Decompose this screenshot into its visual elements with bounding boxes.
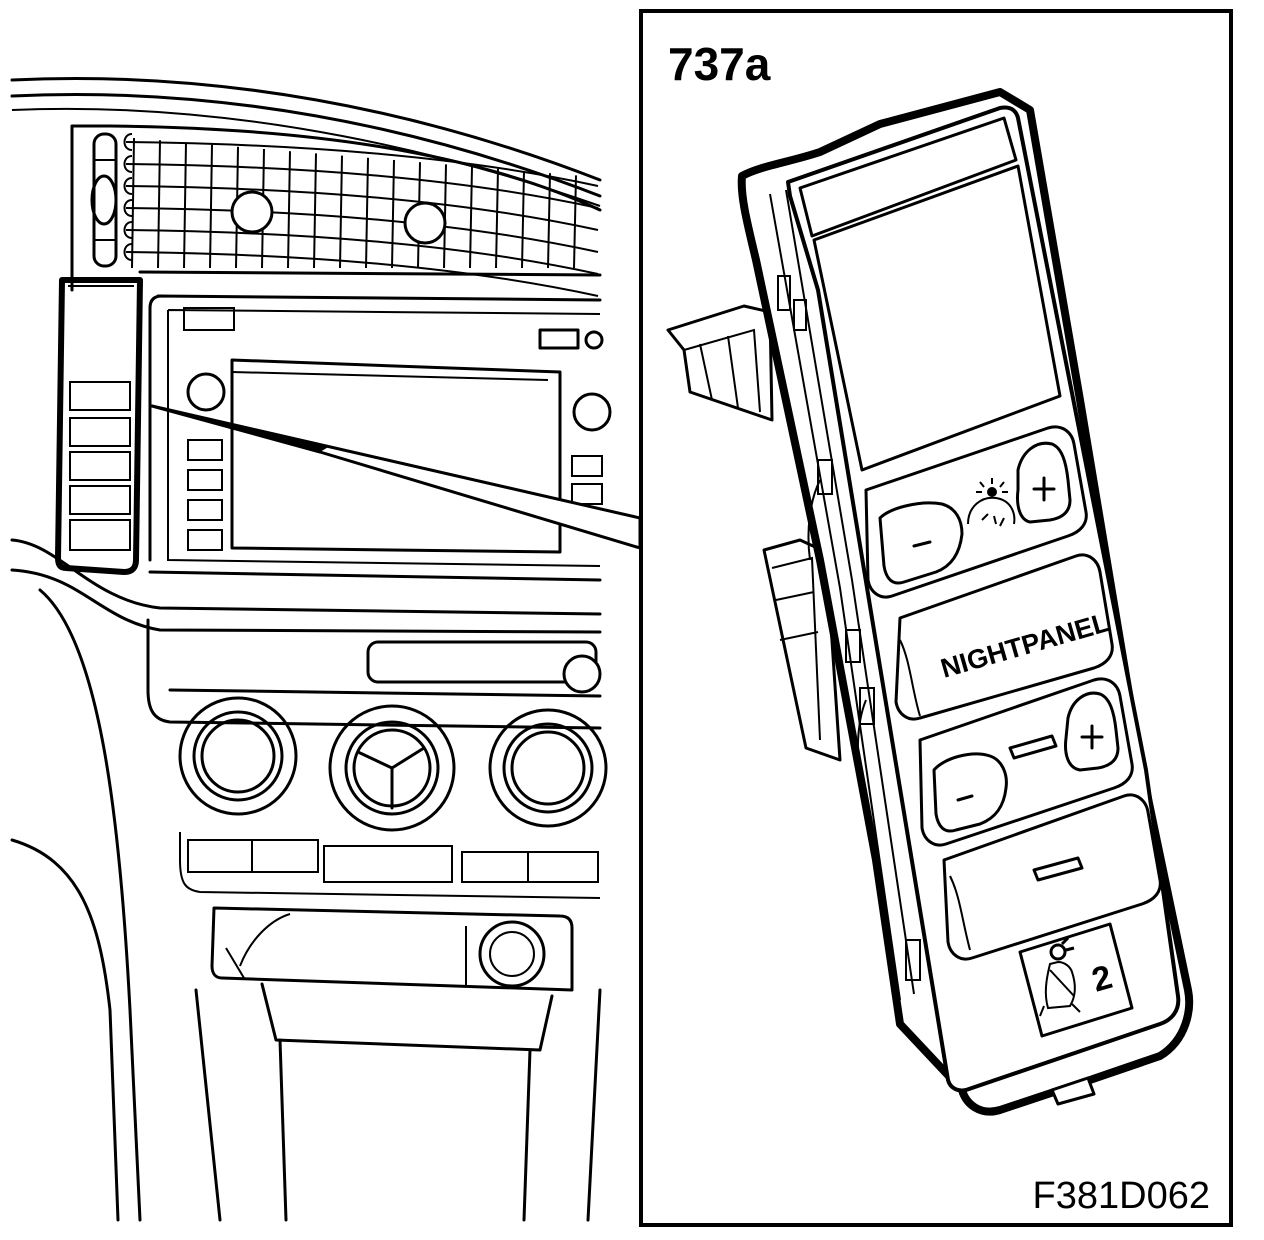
vent-slat [125, 229, 599, 275]
switch-panel-highlight [55, 277, 143, 575]
callout-box: 737a F381D062 [639, 9, 1233, 1227]
infotainment-knob-left [186, 372, 226, 412]
vent-slat [125, 251, 599, 297]
climate-knob-center [328, 704, 456, 832]
passenger-seatbelt-reminder-icon [1039, 936, 1081, 1017]
vent-fin [313, 153, 317, 269]
climate-knob-right [488, 708, 608, 828]
center-console [146, 618, 608, 1222]
vent-fin [573, 175, 577, 269]
nightpanel-button: NIGHTPANEL [894, 553, 1114, 721]
vent-fin [521, 170, 525, 269]
dashboard-overview [10, 77, 642, 1222]
vent-slat [125, 141, 599, 187]
infotainment-knob-right [572, 392, 612, 432]
vent-slat-end [123, 155, 133, 173]
hazard-button [366, 640, 598, 684]
vent-slat-end [123, 177, 133, 195]
climate-button-row [187, 839, 599, 883]
vent-fin [547, 173, 551, 269]
vent-slat-end [123, 133, 133, 151]
storage-tray [210, 906, 574, 992]
vent-knob-right [403, 201, 447, 245]
vent-fin [183, 142, 187, 269]
reference-code: F381D062 [1033, 1175, 1210, 1217]
brightness-rocker-switch [918, 677, 1134, 847]
vent-knob-left [230, 190, 274, 234]
infotainment-unit [148, 294, 612, 582]
vent-slat-end [123, 221, 133, 239]
cigarette-lighter [478, 920, 546, 988]
vent-slat [125, 163, 599, 209]
vent-fin [131, 137, 135, 269]
brightness-minus-button [932, 752, 1008, 833]
dimmer-rocker-switch [864, 425, 1088, 599]
vent-fin [495, 168, 499, 269]
seatbelt-indicator: 2 [1018, 922, 1134, 1038]
vent-fin [469, 166, 473, 269]
callout-label: 737a [668, 38, 771, 90]
vent-fin [209, 144, 213, 269]
switch-module: NIGHTPANEL [666, 88, 1194, 1116]
vent-thumbwheel [90, 132, 118, 268]
vent-slat-end [123, 243, 133, 261]
vent-slat [125, 185, 599, 231]
vent-fin [157, 140, 161, 269]
vent-fin [287, 151, 291, 269]
vent-slat-end [123, 199, 133, 217]
vent-fin [339, 155, 343, 269]
module-blank-panel [798, 116, 1062, 472]
vent-fin [391, 159, 395, 269]
blank-button [942, 793, 1162, 961]
vent-fin [365, 157, 369, 269]
instrument-light-dimmer-icon [967, 478, 1016, 527]
vent-slat [125, 207, 599, 253]
climate-knob-left [178, 696, 298, 816]
